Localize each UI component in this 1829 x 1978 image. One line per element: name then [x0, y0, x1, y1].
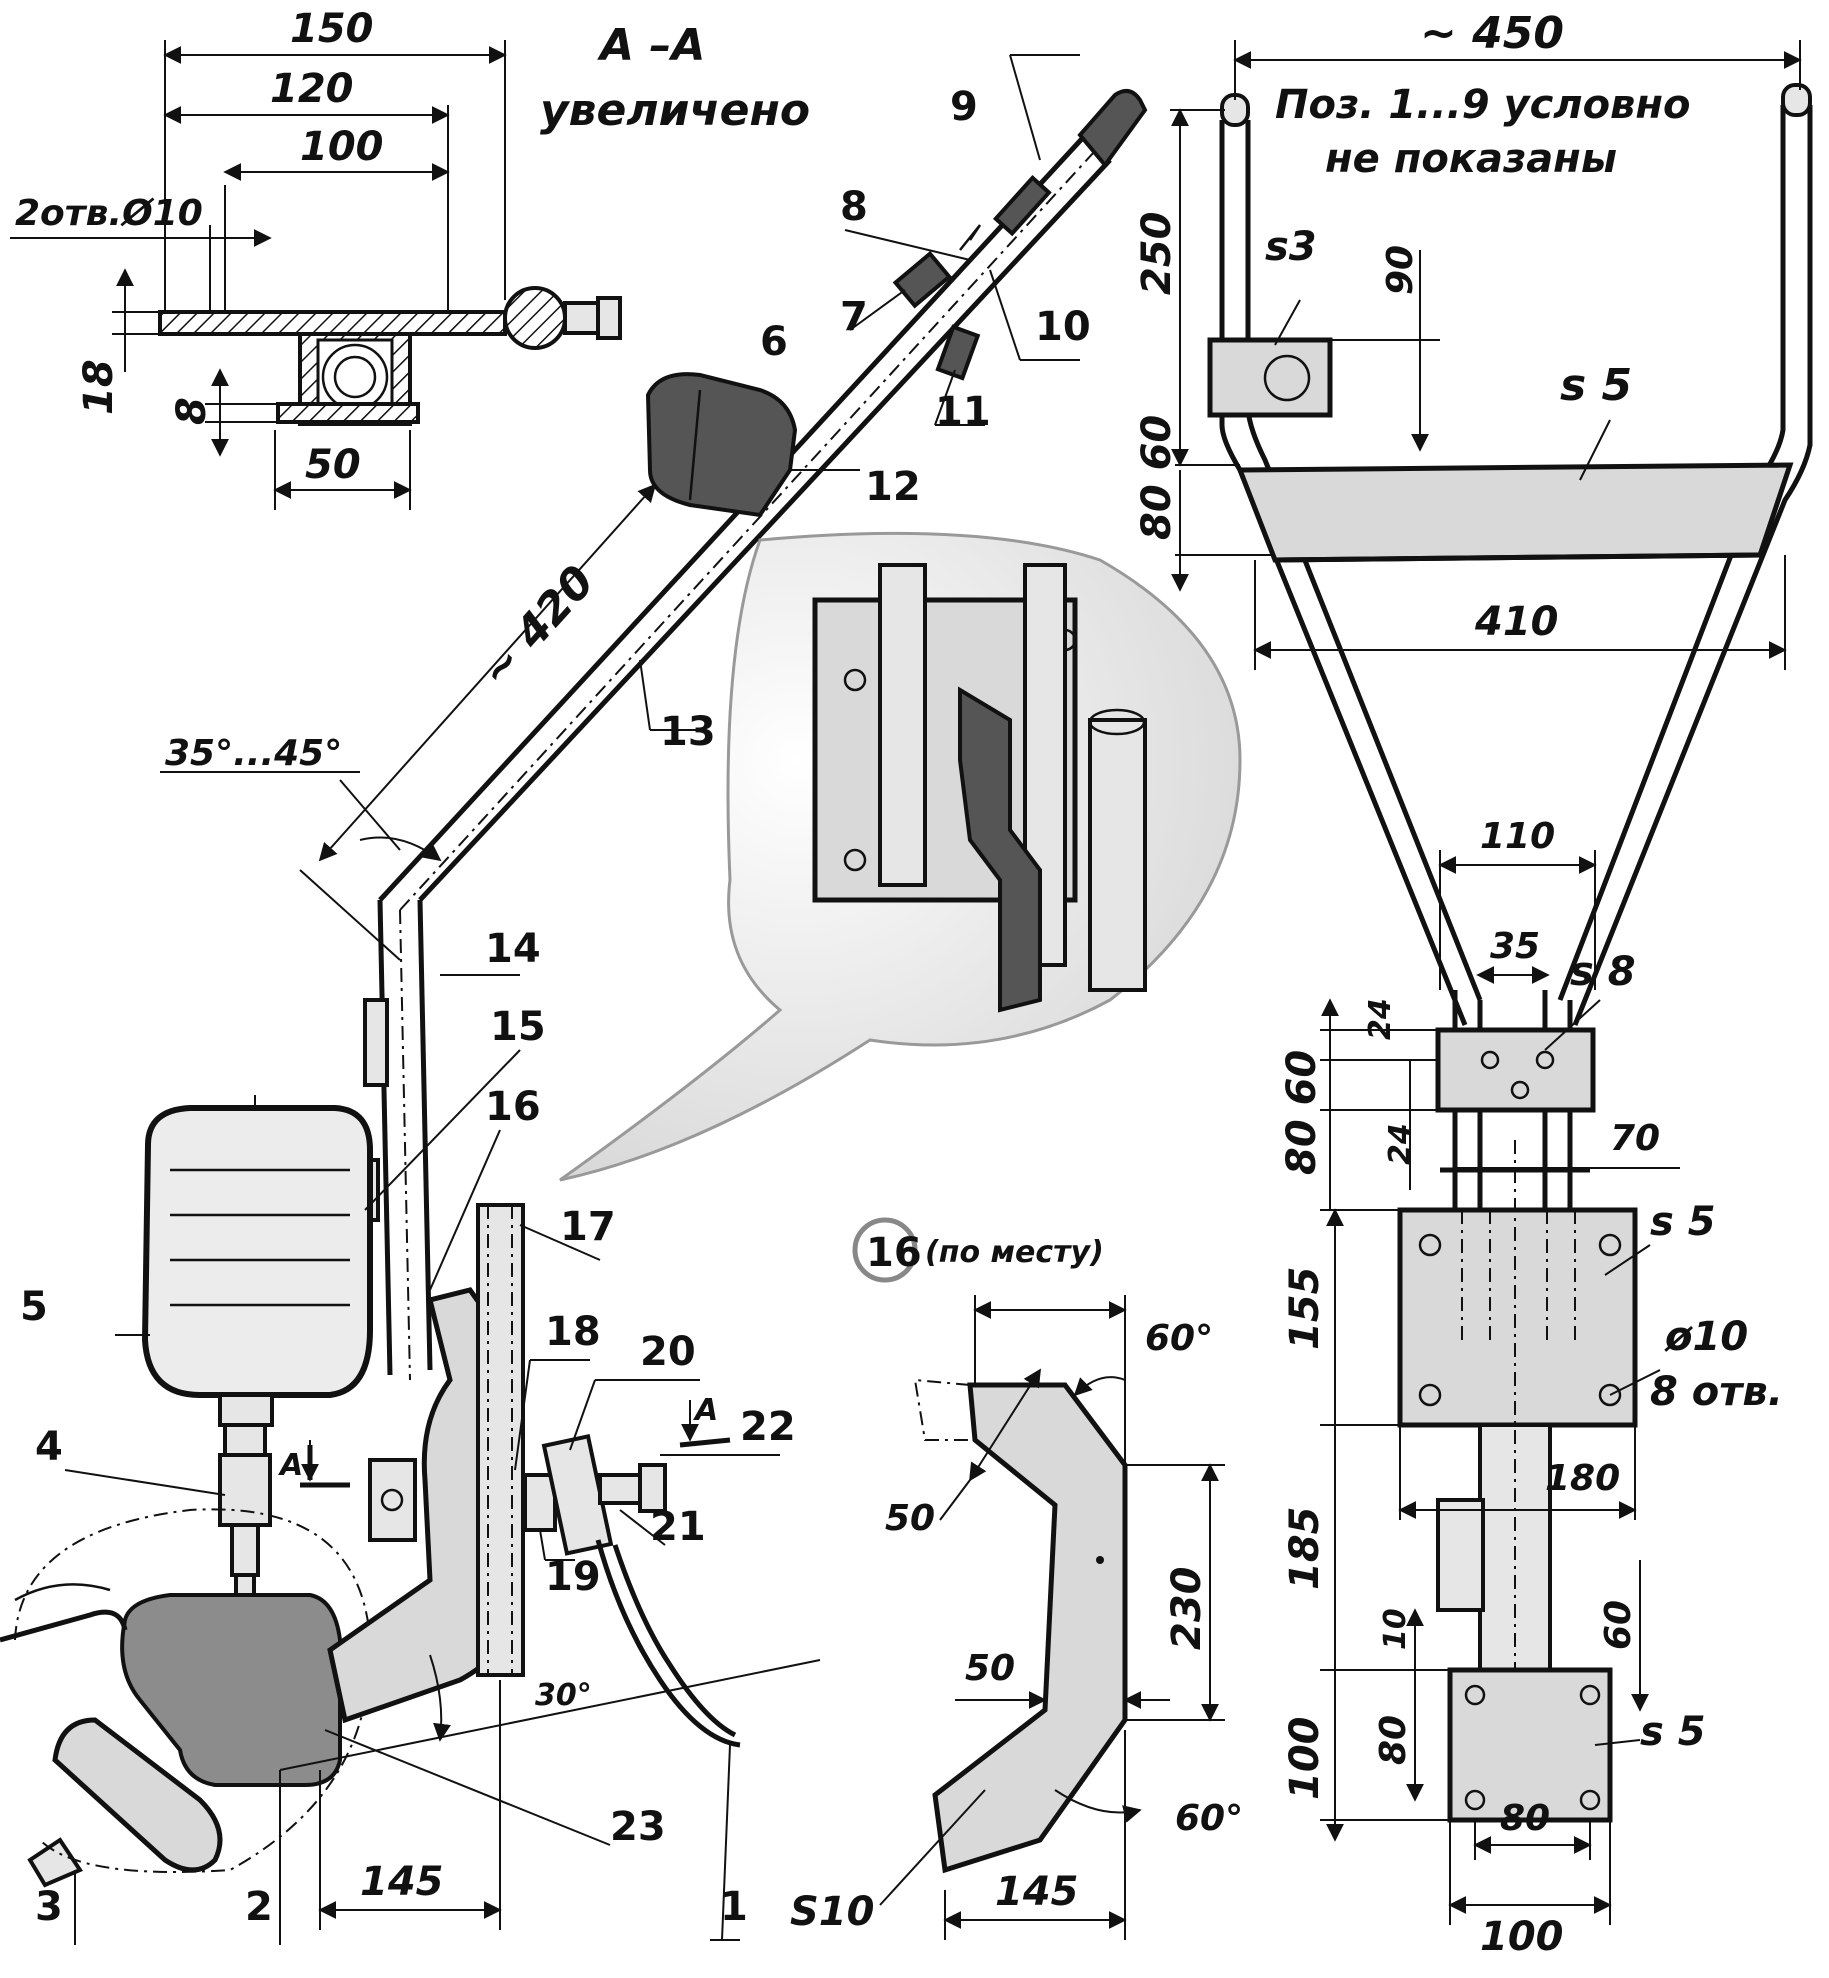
part-11: 11	[935, 389, 991, 435]
dim-80-60-top: 80 60	[1134, 415, 1180, 540]
dim-holes: 2отв.Ø10	[15, 193, 203, 234]
dim-holes-count: 8 отв.	[1650, 1369, 1783, 1415]
dim-80-bottom: 80	[1500, 1798, 1550, 1839]
dim-110: 110	[1480, 816, 1555, 857]
dim-18: 18	[76, 359, 122, 415]
thickness-s8: s 8	[1570, 949, 1636, 995]
detail-16-note: (по месту)	[925, 1235, 1104, 1270]
dim-50: 50	[305, 442, 361, 488]
part-12: 12	[865, 464, 921, 510]
part-9: 9	[950, 84, 978, 130]
dim-80-left: 80	[1373, 1715, 1414, 1765]
detail-dim-230: 230	[1164, 1567, 1210, 1651]
side-view: ~ 420 35°...45° 30° 145 A A 9 8 7 10	[0, 54, 1148, 1945]
dim-100: 100	[300, 124, 384, 170]
thickness-s5-bottom: s 5	[1640, 1709, 1706, 1755]
detail-16-number: 16	[866, 1230, 922, 1276]
dim-150: 150	[290, 6, 374, 52]
section-title: A –A	[597, 20, 705, 71]
part-22: 22	[740, 1404, 796, 1450]
part-23: 23	[610, 1804, 666, 1850]
dim-120: 120	[270, 66, 354, 112]
dim-185: 185	[1282, 1507, 1328, 1591]
thickness-s5-top: s 5	[1560, 360, 1632, 411]
part-18: 18	[545, 1309, 601, 1355]
detail-16: 16 (по месту) 60° 50 230 50 60° 145 S10	[790, 1217, 1243, 1940]
dim-10: 10	[1378, 1608, 1413, 1650]
dim-angle-range: 35°...45°	[165, 733, 342, 774]
section-marker-left: A	[278, 1448, 303, 1483]
magnified-detail	[559, 531, 1242, 1182]
frame-note-line2: не показаны	[1325, 136, 1617, 182]
part-17: 17	[560, 1204, 616, 1250]
dim-24-bottom: 24	[1383, 1123, 1418, 1165]
detail-angle-60-bottom: 60°	[1175, 1798, 1243, 1839]
dim-155: 155	[1282, 1267, 1328, 1351]
detail-angle-60-top: 60°	[1145, 1318, 1213, 1359]
dim-hole: ø10	[1664, 1314, 1748, 1360]
part-2: 2	[245, 1884, 273, 1930]
thickness-s5-mid: s 5	[1650, 1199, 1716, 1245]
thickness-s3: s3	[1265, 224, 1317, 270]
detail-thickness: S10	[790, 1889, 874, 1935]
part-13: 13	[660, 709, 716, 755]
frame-note-line1: Поз. 1...9 условно	[1275, 82, 1691, 128]
dim-8: 8	[169, 397, 215, 425]
dim-100-bottom: 100	[1480, 1914, 1564, 1960]
dim-90: 90	[1380, 245, 1421, 295]
part-16: 16	[485, 1084, 541, 1130]
detail-dim-50-top: 50	[885, 1498, 935, 1539]
dim-angle-30: 30°	[535, 1678, 592, 1713]
part-14: 14	[485, 926, 541, 972]
section-marker-right: A	[693, 1393, 718, 1428]
part-20: 20	[640, 1329, 696, 1375]
frame-view: Поз. 1...9 условно не показаны ~ 450 410…	[1134, 8, 1813, 1960]
dim-100-left: 100	[1282, 1717, 1328, 1801]
dim-250: 250	[1134, 212, 1180, 296]
dim-410: 410	[1474, 599, 1559, 645]
part-15: 15	[490, 1004, 546, 1050]
dim-145-side: 145	[360, 1859, 444, 1905]
detail-dim-145: 145	[995, 1869, 1079, 1915]
dim-80-60-mid: 80 60	[1279, 1050, 1325, 1175]
section-subtitle: увеличено	[540, 85, 810, 136]
part-21: 21	[650, 1504, 706, 1550]
dim-70: 70	[1610, 1118, 1660, 1159]
part-19: 19	[545, 1554, 601, 1600]
part-4: 4	[35, 1424, 63, 1470]
part-8: 8	[840, 184, 868, 230]
dim-450: ~ 450	[1420, 8, 1564, 59]
part-1: 1	[720, 1884, 748, 1930]
dim-180: 180	[1545, 1458, 1620, 1499]
detail-dim-50-mid: 50	[965, 1648, 1015, 1689]
dim-35: 35	[1490, 926, 1540, 967]
part-6: 6	[760, 319, 788, 365]
part-callouts: 9 8 7 10 11 6 12 13 14 15 16 17 18 20	[20, 54, 1091, 1945]
part-3: 3	[35, 1884, 63, 1930]
part-10: 10	[1035, 304, 1091, 350]
dim-60: 60	[1598, 1600, 1639, 1650]
dim-24-top: 24	[1363, 998, 1398, 1040]
part-5: 5	[20, 1284, 48, 1330]
section-a-a: A –A увеличено 150 120 100 2отв.Ø10	[10, 6, 810, 510]
part-7: 7	[840, 294, 868, 340]
